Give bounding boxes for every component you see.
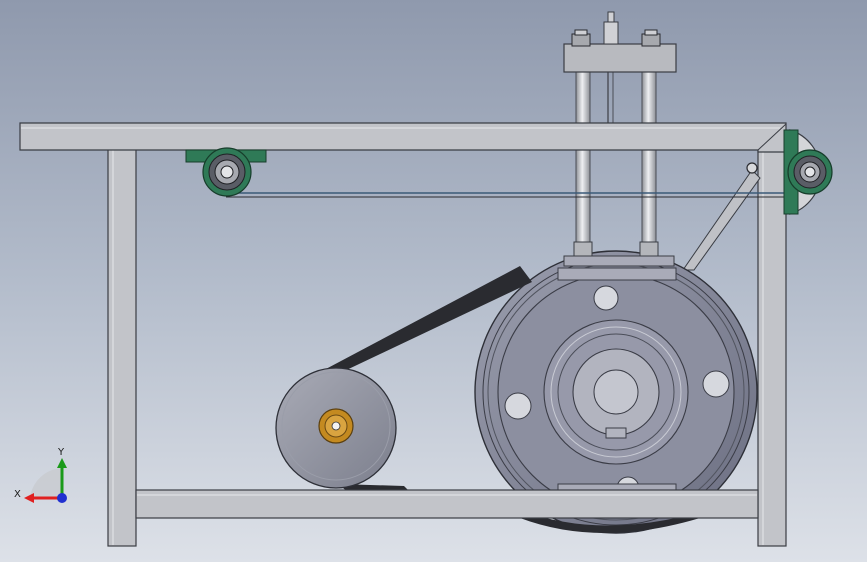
triad-x-label: X bbox=[14, 489, 21, 500]
top-clamp-block bbox=[563, 11, 677, 73]
pillow-block-bearing-right bbox=[783, 129, 833, 215]
frame-top-beam bbox=[19, 122, 787, 153]
large-flywheel bbox=[474, 250, 758, 534]
frame-bottom-beam bbox=[135, 489, 759, 519]
triad-y-label: Y bbox=[57, 447, 65, 458]
frame-left-leg bbox=[107, 148, 137, 547]
frame-right-leg bbox=[757, 148, 787, 547]
pillow-block-bearing-left bbox=[185, 147, 267, 197]
motor-pulley bbox=[275, 367, 397, 489]
guide-rods bbox=[563, 68, 675, 267]
triad-z-axis bbox=[57, 493, 67, 503]
coordinate-triad: Y X bbox=[14, 447, 67, 503]
diagonal-brace bbox=[682, 169, 761, 271]
